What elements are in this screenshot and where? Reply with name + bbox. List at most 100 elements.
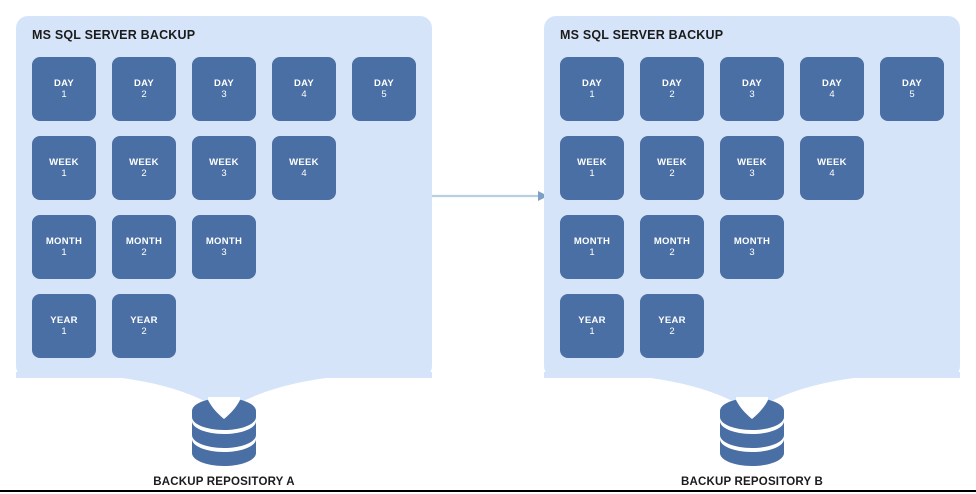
backup-tile[interactable]: YEAR 1 bbox=[560, 294, 624, 358]
tile-label: DAY bbox=[661, 77, 683, 89]
database-icon[interactable] bbox=[190, 397, 258, 469]
backup-tile[interactable]: MONTH 3 bbox=[192, 215, 256, 279]
tile-number: 3 bbox=[749, 168, 755, 179]
tile-label: YEAR bbox=[50, 314, 78, 326]
tile-number: 5 bbox=[909, 89, 915, 100]
tile-label: MONTH bbox=[45, 235, 83, 247]
database-icon[interactable] bbox=[718, 397, 786, 469]
backup-tile[interactable]: DAY 4 bbox=[272, 57, 336, 121]
tile-number: 1 bbox=[61, 168, 67, 179]
tile-label: YEAR bbox=[130, 314, 158, 326]
backup-tile[interactable]: YEAR 2 bbox=[640, 294, 704, 358]
tile-label: WEEK bbox=[577, 156, 607, 168]
backup-tile[interactable]: DAY 3 bbox=[720, 57, 784, 121]
tile-number: 2 bbox=[141, 326, 147, 337]
backup-tile[interactable]: MONTH 3 bbox=[720, 215, 784, 279]
backup-tile[interactable]: DAY 2 bbox=[112, 57, 176, 121]
backup-tile[interactable]: WEEK 2 bbox=[640, 136, 704, 200]
backup-tile[interactable]: MONTH 1 bbox=[560, 215, 624, 279]
tile-label: WEEK bbox=[49, 156, 79, 168]
tile-number: 1 bbox=[61, 326, 67, 337]
tile-number: 4 bbox=[829, 168, 835, 179]
tile-label: DAY bbox=[901, 77, 923, 89]
tile-number: 3 bbox=[221, 89, 227, 100]
tile-label: MONTH bbox=[573, 235, 611, 247]
tile-label: DAY bbox=[373, 77, 395, 89]
repository-group-b: MS SQL SERVER BACKUP DAY 1 DAY 2 DAY 3 D… bbox=[544, 16, 960, 494]
backup-tile[interactable]: WEEK 3 bbox=[720, 136, 784, 200]
tile-label: WEEK bbox=[657, 156, 687, 168]
tile-label: DAY bbox=[133, 77, 155, 89]
backup-tile[interactable]: DAY 5 bbox=[352, 57, 416, 121]
tile-label: YEAR bbox=[658, 314, 686, 326]
tile-label: DAY bbox=[741, 77, 763, 89]
tile-number: 2 bbox=[141, 89, 147, 100]
repository-group-a: MS SQL SERVER BACKUP DAY 1 DAY 2 DAY 3 D… bbox=[16, 16, 432, 494]
backup-tile[interactable]: WEEK 4 bbox=[800, 136, 864, 200]
backup-tile[interactable]: YEAR 1 bbox=[32, 294, 96, 358]
retention-row-monthly: MONTH 1 MONTH 2 MONTH 3 bbox=[560, 215, 944, 279]
backup-tile[interactable]: MONTH 2 bbox=[640, 215, 704, 279]
repository-label: BACKUP REPOSITORY A bbox=[153, 476, 295, 488]
panel-title: MS SQL SERVER BACKUP bbox=[560, 28, 724, 42]
tile-label: MONTH bbox=[733, 235, 771, 247]
panel-title: MS SQL SERVER BACKUP bbox=[32, 28, 196, 42]
backup-tile[interactable]: WEEK 3 bbox=[192, 136, 256, 200]
backup-tile[interactable]: WEEK 4 bbox=[272, 136, 336, 200]
retention-grid: DAY 1 DAY 2 DAY 3 DAY 4 DAY 5 bbox=[560, 57, 944, 373]
tile-label: WEEK bbox=[817, 156, 847, 168]
tile-number: 5 bbox=[381, 89, 387, 100]
tile-label: DAY bbox=[581, 77, 603, 89]
tile-number: 2 bbox=[141, 168, 147, 179]
tile-number: 1 bbox=[589, 168, 595, 179]
tile-number: 3 bbox=[749, 247, 755, 258]
backup-tile[interactable]: DAY 2 bbox=[640, 57, 704, 121]
tile-number: 1 bbox=[61, 89, 67, 100]
tile-label: WEEK bbox=[289, 156, 319, 168]
backup-tile[interactable]: WEEK 1 bbox=[560, 136, 624, 200]
tile-label: WEEK bbox=[209, 156, 239, 168]
retention-grid: DAY 1 DAY 2 DAY 3 DAY 4 DAY 5 bbox=[32, 57, 416, 373]
tile-label: WEEK bbox=[129, 156, 159, 168]
tile-label: YEAR bbox=[578, 314, 606, 326]
retention-row-yearly: YEAR 1 YEAR 2 bbox=[32, 294, 416, 358]
backup-tile[interactable]: WEEK 1 bbox=[32, 136, 96, 200]
backup-tile[interactable]: WEEK 2 bbox=[112, 136, 176, 200]
tile-number: 2 bbox=[141, 247, 147, 258]
retention-row-yearly: YEAR 1 YEAR 2 bbox=[560, 294, 944, 358]
tile-label: MONTH bbox=[125, 235, 163, 247]
tile-label: DAY bbox=[293, 77, 315, 89]
tile-number: 1 bbox=[589, 326, 595, 337]
backup-tile[interactable]: DAY 3 bbox=[192, 57, 256, 121]
tile-label: DAY bbox=[821, 77, 843, 89]
backup-tile[interactable]: DAY 1 bbox=[32, 57, 96, 121]
tile-number: 3 bbox=[749, 89, 755, 100]
tile-number: 1 bbox=[61, 247, 67, 258]
bottom-divider bbox=[0, 490, 976, 492]
backup-tile[interactable]: DAY 1 bbox=[560, 57, 624, 121]
tile-number: 2 bbox=[669, 247, 675, 258]
backup-tile[interactable]: DAY 4 bbox=[800, 57, 864, 121]
retention-row-monthly: MONTH 1 MONTH 2 MONTH 3 bbox=[32, 215, 416, 279]
tile-label: MONTH bbox=[653, 235, 691, 247]
tile-number: 4 bbox=[301, 89, 307, 100]
backup-tile[interactable]: MONTH 2 bbox=[112, 215, 176, 279]
backup-tile[interactable]: MONTH 1 bbox=[32, 215, 96, 279]
backup-tile[interactable]: YEAR 2 bbox=[112, 294, 176, 358]
retention-row-weekly: WEEK 1 WEEK 2 WEEK 3 WEEK 4 bbox=[560, 136, 944, 200]
backup-tile[interactable]: DAY 5 bbox=[880, 57, 944, 121]
copy-arrow bbox=[432, 180, 548, 212]
tile-number: 2 bbox=[669, 326, 675, 337]
tile-number: 1 bbox=[589, 89, 595, 100]
tile-number: 3 bbox=[221, 168, 227, 179]
tile-number: 3 bbox=[221, 247, 227, 258]
tile-label: DAY bbox=[213, 77, 235, 89]
tile-label: WEEK bbox=[737, 156, 767, 168]
retention-row-weekly: WEEK 1 WEEK 2 WEEK 3 WEEK 4 bbox=[32, 136, 416, 200]
tile-label: MONTH bbox=[205, 235, 243, 247]
tile-number: 2 bbox=[669, 168, 675, 179]
tile-number: 4 bbox=[301, 168, 307, 179]
tile-number: 2 bbox=[669, 89, 675, 100]
retention-row-daily: DAY 1 DAY 2 DAY 3 DAY 4 DAY 5 bbox=[560, 57, 944, 121]
